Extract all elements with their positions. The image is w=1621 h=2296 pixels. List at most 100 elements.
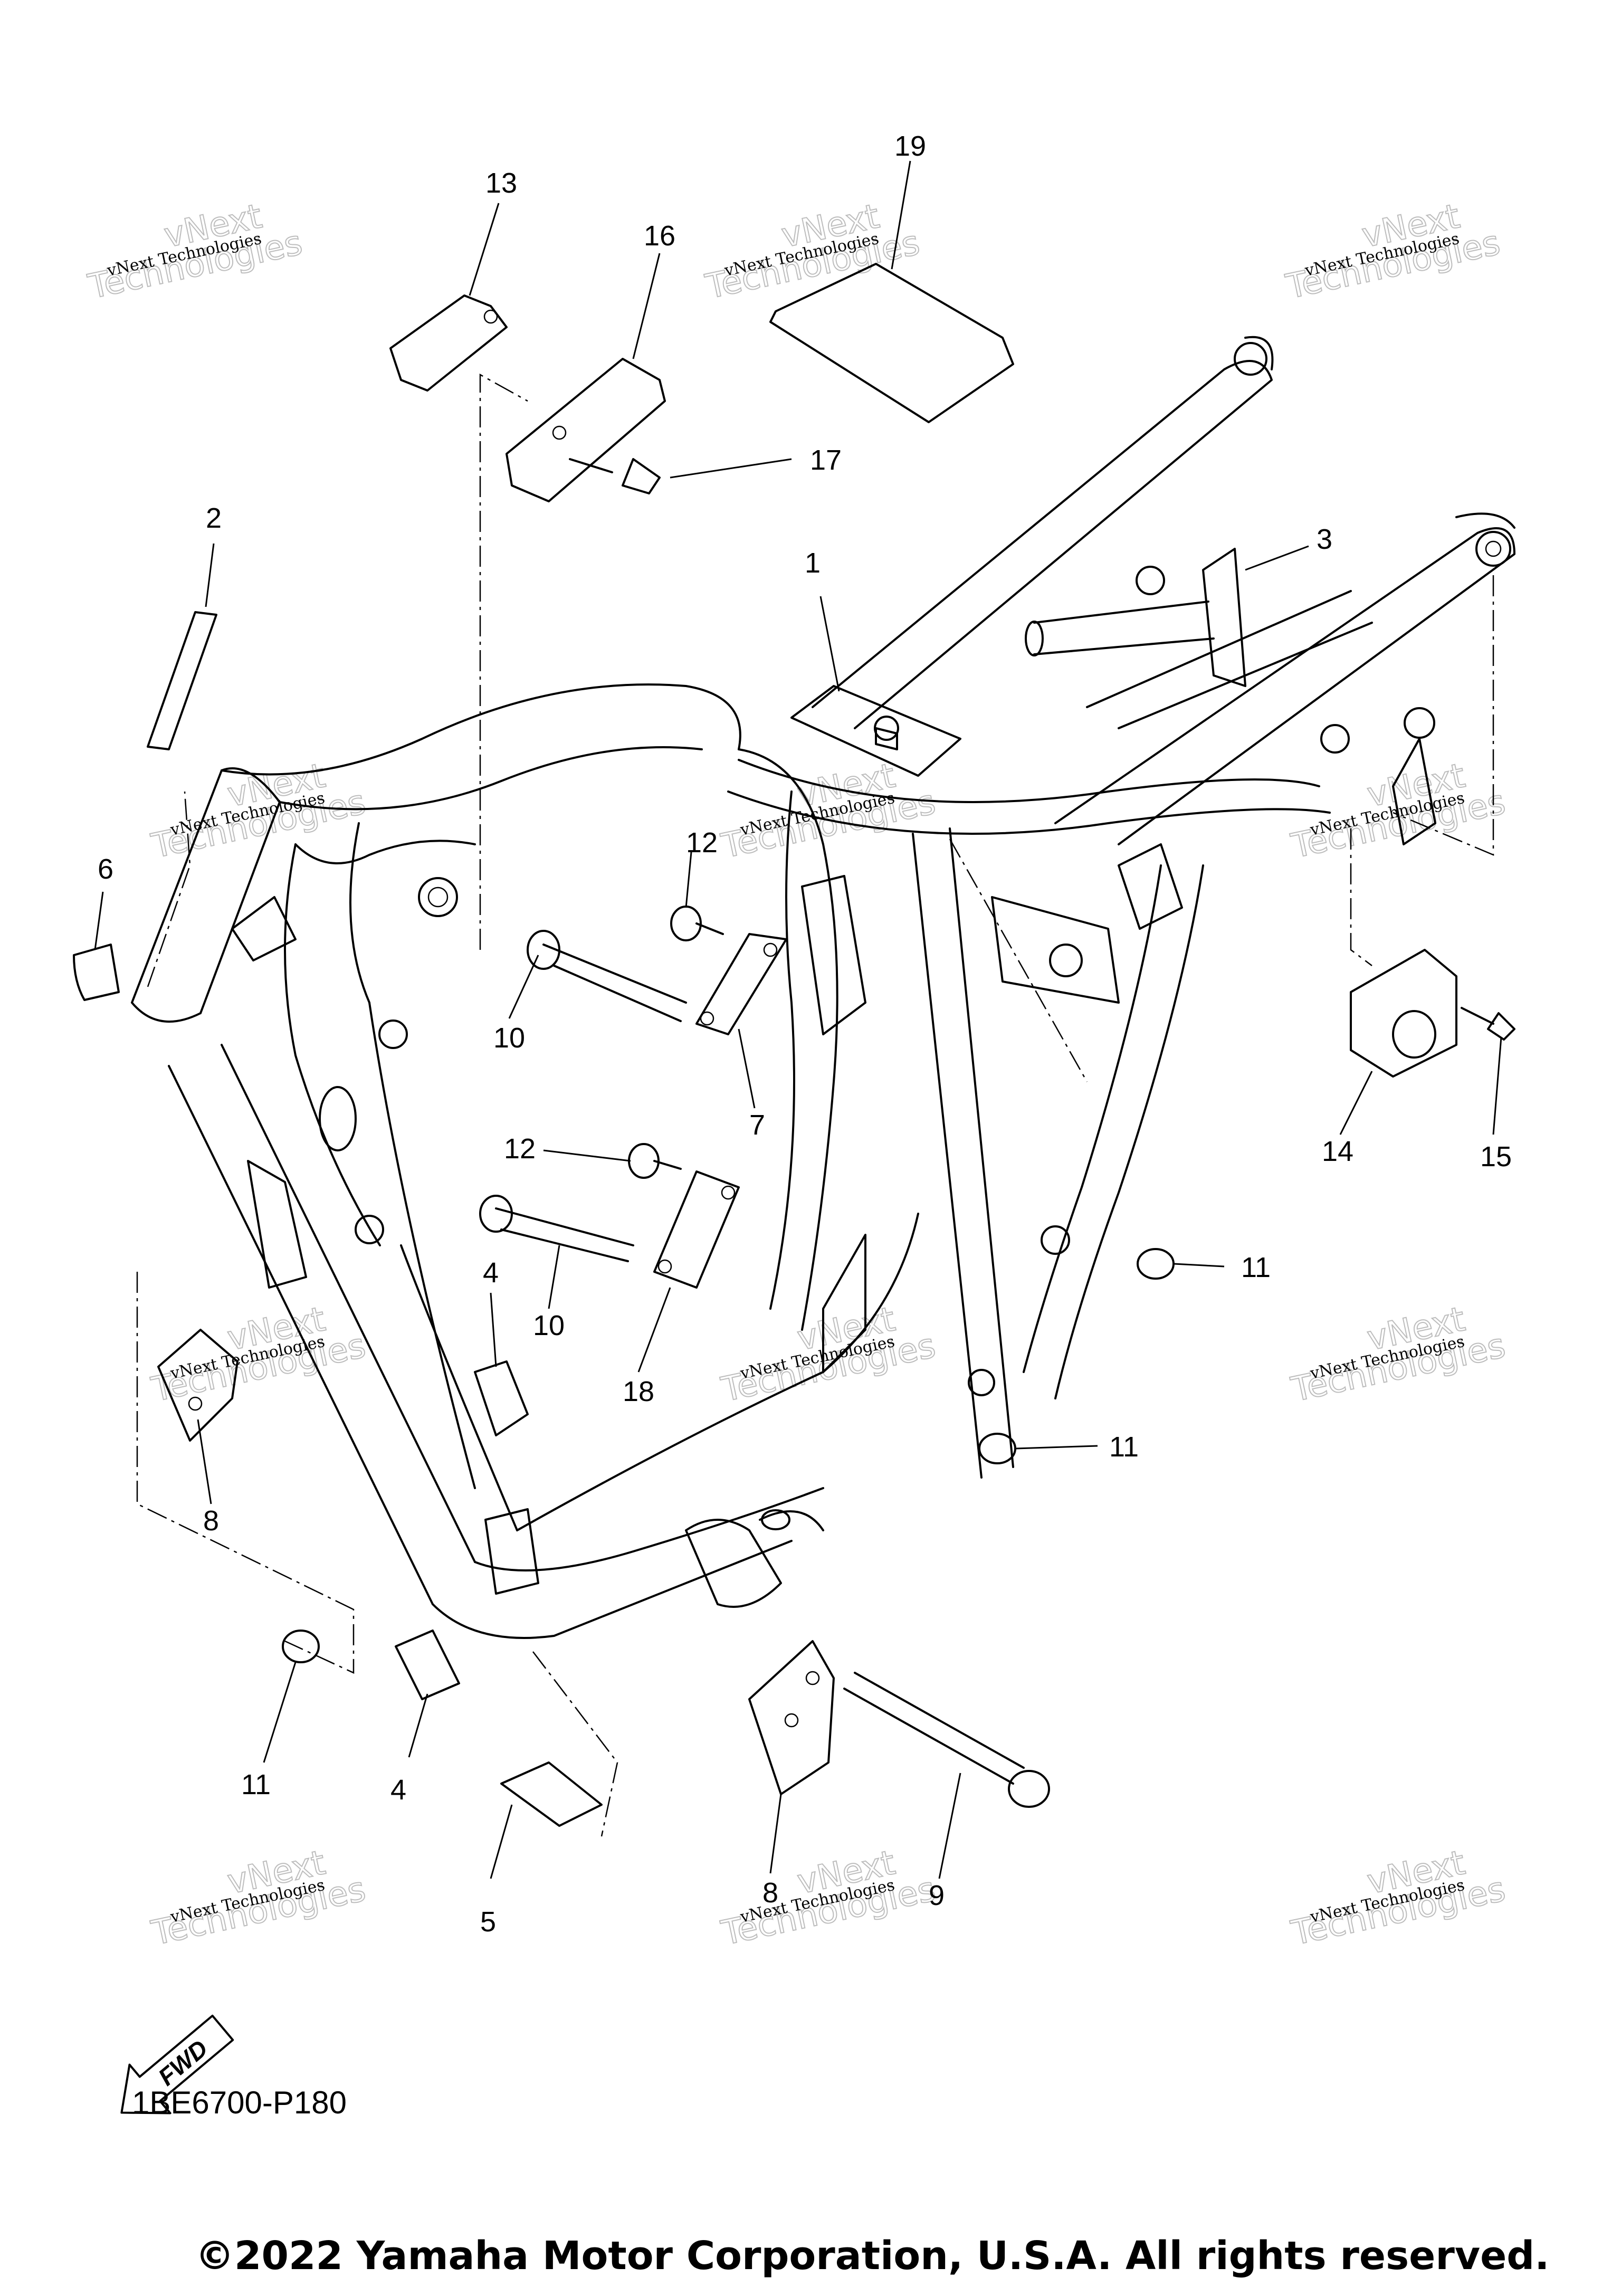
part-18-plate[interactable]: [653, 1170, 740, 1289]
cross-end: [1025, 621, 1044, 656]
callout-2: 2: [206, 502, 222, 534]
callout-3: 3: [1317, 523, 1332, 555]
callout-10b: 10: [533, 1310, 565, 1341]
part-10-bolt[interactable]: [479, 1195, 634, 1262]
down-tube-left: [168, 1044, 476, 1605]
callout-11c: 11: [241, 1769, 271, 1800]
part-4-clip[interactable]: [474, 1360, 529, 1436]
callout-8b: 8: [762, 1877, 778, 1909]
part-6-clamp[interactable]: [73, 944, 120, 1001]
part-12-bolt[interactable]: [628, 1143, 682, 1179]
watermark: vNext Technologies vNext Technologies: [718, 1299, 940, 1410]
part-5-clip[interactable]: [500, 1761, 603, 1827]
lower-cradle: [432, 1487, 824, 1639]
engine-mount-plate: [991, 896, 1120, 1004]
part-13-bracket[interactable]: [389, 294, 508, 392]
lower-cradle-inner: [516, 1213, 919, 1531]
diagram-code: 1BE6700-P180: [132, 2085, 347, 2120]
callout-labels: 1 2 3 4 4 5 6 7 8 8 9 10 10 11 11 11 12 …: [98, 130, 1512, 1938]
watermark: vNext Technologies vNext Technologies: [702, 196, 924, 307]
callout-4: 4: [483, 1257, 499, 1289]
seat-rail-right: [1054, 512, 1515, 845]
boss: [968, 1369, 995, 1396]
boss: [355, 1215, 384, 1244]
part-11-nut[interactable]: [978, 1433, 1016, 1464]
part-8-plate[interactable]: [748, 1640, 835, 1795]
mount-hole: [1049, 944, 1083, 977]
part-7-plate[interactable]: [695, 933, 787, 1035]
callout-10: 10: [493, 1022, 525, 1054]
part-12-bolt[interactable]: [670, 906, 724, 941]
callout-11b: 11: [1109, 1431, 1139, 1463]
rear-side-plate: [1392, 738, 1436, 845]
part-16-bracket[interactable]: [506, 358, 666, 502]
callout-1: 1: [805, 547, 821, 579]
callout-7: 7: [749, 1109, 765, 1141]
left-gusset: [247, 1160, 307, 1289]
boss: [1041, 1225, 1070, 1255]
part-9-bolt[interactable]: [843, 1672, 1050, 1808]
rear-lower-plate: [1118, 843, 1183, 930]
callout-5: 5: [480, 1906, 496, 1938]
rail-eye: [1475, 531, 1511, 567]
watermark: vNext Technologies vNext Technologies: [1288, 756, 1510, 866]
part-14-block[interactable]: [1350, 949, 1457, 1078]
down-tube-mid: [368, 1002, 518, 1531]
head-pipe: [131, 769, 281, 1023]
watermark: vNext Technologies vNext Technologies: [1282, 196, 1504, 307]
part-11-nut[interactable]: [1137, 1248, 1175, 1280]
part-11-nut[interactable]: [282, 1630, 320, 1663]
pivot-boss: [685, 1510, 824, 1608]
callout-17: 17: [810, 444, 842, 476]
watermark: vNext Technologies vNext Technologies: [148, 1843, 370, 1954]
callout-12: 12: [686, 827, 718, 859]
callout-9: 9: [929, 1880, 945, 1911]
rear-upright: [912, 827, 1014, 1479]
part-8-plate[interactable]: [157, 1329, 239, 1442]
part-4-clip[interactable]: [395, 1630, 460, 1700]
part-17-bolt[interactable]: [569, 458, 661, 494]
callout-18: 18: [623, 1376, 654, 1407]
leader-lines: [94, 160, 1502, 1879]
top-bracket: [790, 685, 961, 777]
part-19-cover[interactable]: [769, 263, 1014, 423]
upper-rail: [221, 683, 741, 811]
boss: [1404, 707, 1435, 739]
main-frame: [131, 336, 1515, 1639]
watermark: vNext Technologies vNext Technologies: [1288, 1299, 1510, 1410]
callout-16: 16: [644, 220, 675, 252]
center-spine: [738, 748, 838, 1331]
cable-slot: [319, 1086, 357, 1151]
front-gusset: [484, 1508, 539, 1595]
callout-14: 14: [1322, 1136, 1353, 1167]
left-shell: [284, 822, 476, 1246]
rear-engine-plate: [822, 1234, 866, 1373]
boss: [418, 877, 458, 917]
part-10-bolt[interactable]: [527, 930, 687, 1022]
callout-6: 6: [98, 853, 113, 885]
pivot-cap: [761, 1509, 790, 1530]
callout-19: 19: [894, 130, 926, 162]
callout-15: 15: [1480, 1141, 1512, 1173]
callout-12b: 12: [504, 1133, 536, 1165]
watermark: vNext Technologies vNext Technologies: [1288, 1843, 1510, 1954]
rear-shock-tube: [1023, 864, 1204, 1399]
callout-11: 11: [1241, 1252, 1271, 1283]
boss: [1136, 566, 1165, 595]
callout-4b: 4: [390, 1774, 406, 1806]
reference-lines: [136, 373, 1494, 1837]
watermark: vNext Technologies vNext Technologies: [84, 196, 307, 307]
part-2-decal[interactable]: [147, 611, 217, 750]
boss-hole: [427, 887, 449, 908]
part-3-plate[interactable]: [1202, 548, 1246, 687]
engine-mount-plate: [801, 875, 866, 1035]
top-cross-tube: [727, 759, 1331, 835]
part-15-bolt[interactable]: [1461, 1007, 1515, 1041]
callout-8: 8: [203, 1505, 219, 1537]
side-lug: [231, 896, 297, 961]
watermark: vNext Technologies vNext Technologies: [718, 1843, 940, 1954]
callout-13: 13: [485, 167, 517, 199]
seat-rail-left: [812, 336, 1274, 729]
boss: [1320, 724, 1350, 754]
